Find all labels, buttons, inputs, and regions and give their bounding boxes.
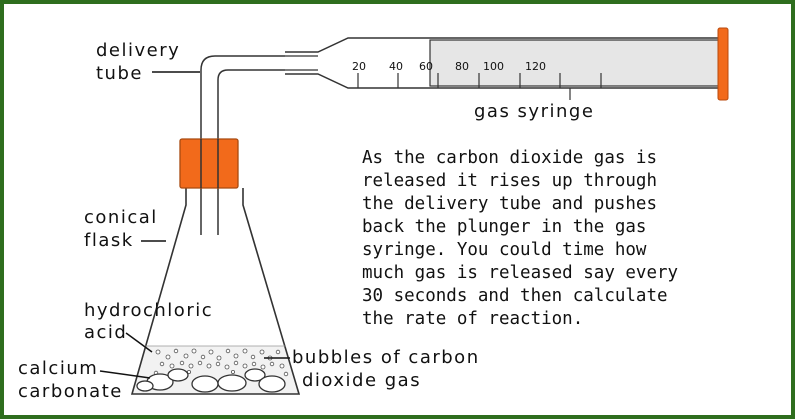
description-line: much gas is released say every bbox=[362, 263, 678, 283]
label-hydrochloric-acid-1: hydrochloric bbox=[84, 300, 213, 321]
scale-label-40: 40 bbox=[389, 60, 403, 73]
scale-label-20: 20 bbox=[352, 60, 366, 73]
label-bubbles-2: dioxide gas bbox=[302, 370, 421, 391]
label-delivery-tube-2: tube bbox=[96, 63, 143, 84]
plunger-handle bbox=[717, 27, 729, 101]
label-conical-flask-1: conical bbox=[84, 207, 158, 228]
scale-label-60: 60 bbox=[419, 60, 433, 73]
calcium-carbonate-chips bbox=[136, 368, 286, 393]
description-line: back the plunger in the gas bbox=[362, 217, 646, 237]
scale-label-120: 120 bbox=[525, 60, 546, 73]
label-delivery-tube-1: delivery bbox=[96, 40, 180, 61]
label-conical-flask-2: flask bbox=[84, 230, 134, 251]
gas-syringe: 20 40 60 80 100 120 bbox=[285, 27, 729, 101]
description-paragraph: As the carbon dioxide gas is released it… bbox=[362, 148, 678, 329]
description-line: syringe. You could time how bbox=[362, 240, 647, 260]
scale-label-80: 80 bbox=[455, 60, 469, 73]
label-hydrochloric-acid-2: acid bbox=[84, 322, 127, 343]
label-calcium-carbonate-1: calcium bbox=[18, 358, 98, 379]
label-calcium-carbonate-2: carbonate bbox=[18, 381, 123, 402]
flask-outline bbox=[130, 188, 301, 395]
label-gas-syringe: gas syringe bbox=[474, 101, 594, 122]
syringe-scale-ticks bbox=[357, 73, 602, 88]
description-line: the delivery tube and pushes bbox=[362, 194, 657, 214]
description-line: 30 seconds and then calculate bbox=[362, 286, 668, 306]
description-line: released it rises up through bbox=[362, 171, 657, 191]
hydrochloric-acid bbox=[132, 346, 299, 394]
description-line: As the carbon dioxide gas is bbox=[362, 148, 657, 168]
gas-bubbles bbox=[153, 348, 289, 377]
label-bubbles-1: bubbles of carbon bbox=[292, 347, 480, 368]
conical-flask bbox=[130, 188, 301, 395]
scale-label-100: 100 bbox=[483, 60, 504, 73]
description-line: the rate of reaction. bbox=[362, 309, 583, 329]
rubber-stopper bbox=[179, 138, 239, 189]
delivery-tube bbox=[200, 55, 285, 235]
syringe-plunger bbox=[429, 39, 721, 87]
